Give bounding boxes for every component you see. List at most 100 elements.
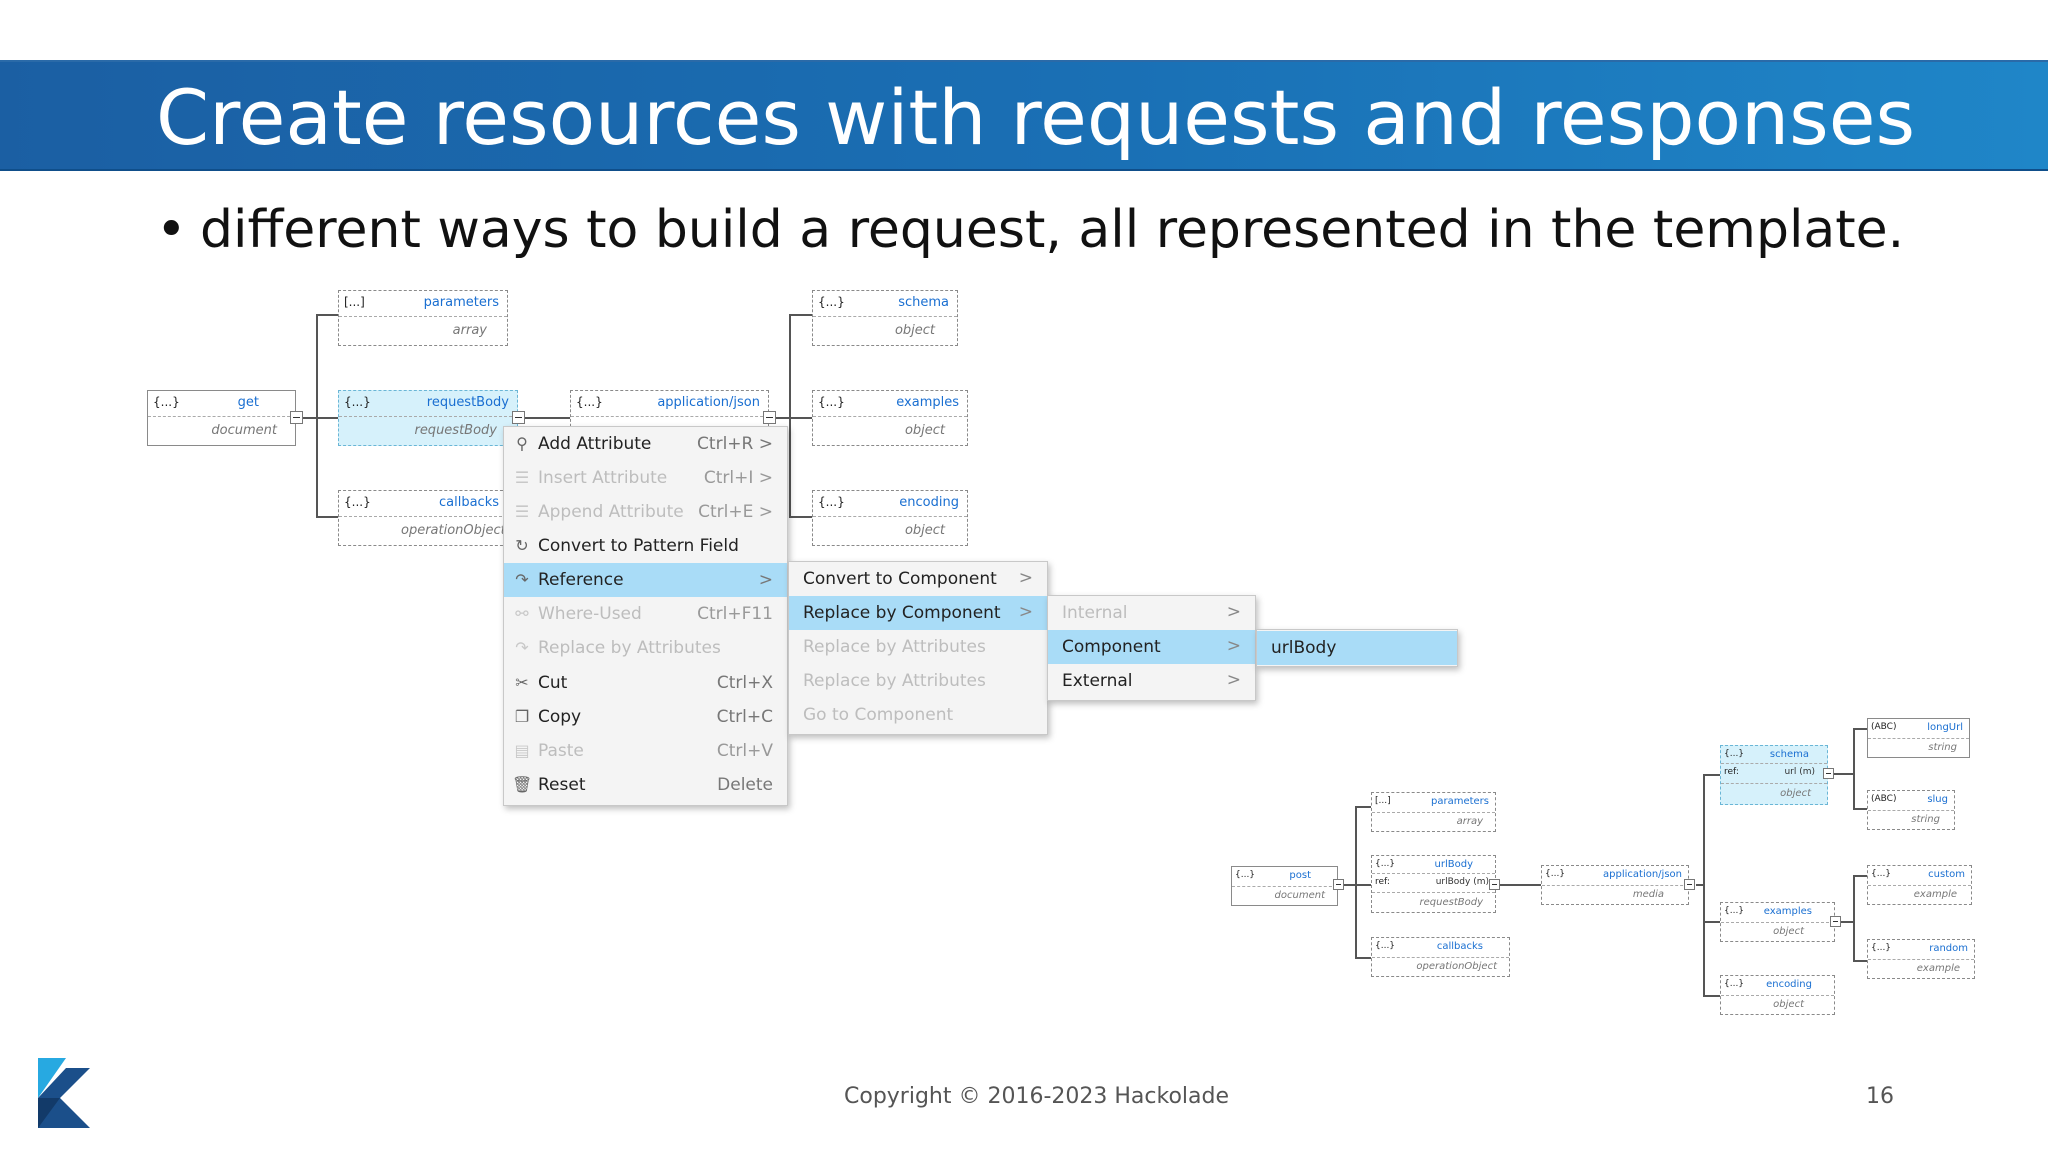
node-longUrl[interactable]: (ABC) longUrl string	[1867, 718, 1970, 758]
collapse-toggle[interactable]	[290, 411, 303, 424]
node-name: parameters	[423, 295, 499, 310]
node-bracket: {...}	[818, 395, 845, 409]
node-name: requestBody	[426, 395, 509, 410]
menu-item-replace-by-attributes-2[interactable]: Replace by Attributes	[803, 671, 986, 691]
connector	[1703, 921, 1720, 923]
collapse-toggle[interactable]	[1823, 768, 1834, 779]
node-name: callbacks	[438, 495, 499, 510]
node-get[interactable]: {...} get document	[147, 390, 296, 446]
node-post[interactable]: {...} post document	[1231, 866, 1338, 906]
node-examples[interactable]: {...} examples object	[812, 390, 968, 446]
component-list: urlBody	[1256, 629, 1458, 667]
where-used-icon: ⚯	[515, 604, 529, 623]
node-type: object	[904, 423, 945, 438]
menu-item-add-attribute[interactable]: ⚲ Add Attribute Ctrl+R >	[504, 427, 787, 461]
collapse-toggle[interactable]	[1333, 879, 1344, 890]
node-parameters-right[interactable]: [...] parameters array	[1371, 792, 1496, 832]
connector	[789, 314, 812, 316]
menu-item-convert-to-component[interactable]: Convert to Component >	[803, 568, 1033, 589]
copyright-text: Copyright © 2016-2023 Hackolade	[844, 1084, 1230, 1109]
node-bracket: {...}	[818, 495, 845, 509]
connector	[1853, 960, 1867, 962]
node-type: document	[211, 423, 277, 438]
menu-item-reset[interactable]: 🗑 Reset Delete	[512, 775, 773, 795]
menu-item-component[interactable]: Component >	[1048, 630, 1255, 664]
node-separator	[813, 516, 967, 517]
node-schema[interactable]: {...} schema object	[812, 290, 958, 346]
menu-item-replace-by-attributes[interactable]: Replace by Attributes	[803, 637, 986, 657]
collapse-toggle[interactable]	[512, 411, 525, 424]
node-name: examples	[896, 395, 959, 410]
node-encoding[interactable]: {...} encoding object	[812, 490, 968, 546]
node-separator	[571, 416, 768, 417]
node-callbacks-right[interactable]: {...} callbacks operationObject	[1371, 937, 1510, 977]
node-custom[interactable]: {...} custom example	[1867, 865, 1972, 905]
connector	[1853, 875, 1855, 962]
connector	[1853, 728, 1855, 810]
menu-item-urlBody[interactable]: urlBody	[1257, 631, 1457, 665]
menu-item-cut[interactable]: ✂ Cut Ctrl+X	[504, 666, 787, 700]
connector	[776, 417, 791, 419]
node-name: schema	[898, 295, 949, 310]
reference-submenu: Convert to Component > Replace by Compon…	[788, 561, 1048, 735]
node-type: requestBody	[414, 423, 497, 438]
menu-item-reference[interactable]: ↷ Reference >	[504, 563, 787, 597]
node-requestBody[interactable]: {...} requestBody requestBody	[338, 390, 518, 446]
bullet-dot: •	[156, 200, 187, 260]
connector	[1499, 884, 1541, 886]
node-bracket: {...}	[344, 495, 371, 509]
node-bracket: {...}	[344, 395, 371, 409]
connector	[1834, 773, 1854, 775]
collapse-toggle[interactable]	[1684, 879, 1695, 890]
node-parameters[interactable]: [...] parameters array	[338, 290, 508, 346]
bullet-point: •different ways to build a request, all …	[156, 200, 1904, 260]
menu-item-internal[interactable]: Internal >	[1062, 602, 1241, 623]
menu-item-where-used[interactable]: ⚯ Where-Used Ctrl+F11	[504, 597, 787, 631]
connector	[316, 417, 338, 419]
menu-item-copy[interactable]: ❐ Copy Ctrl+C	[504, 700, 787, 734]
append-attribute-icon: ☰	[514, 502, 530, 521]
menu-item-replace-by-component[interactable]: Replace by Component >	[789, 596, 1047, 630]
node-type: object	[904, 523, 945, 538]
menu-item-convert-to-pattern-field[interactable]: ↻ Convert to Pattern Field	[504, 529, 787, 563]
node-examples-right[interactable]: {...} examples object	[1720, 902, 1835, 942]
connector	[525, 417, 570, 419]
connector	[1703, 774, 1705, 996]
menu-item-go-to-component[interactable]: Go to Component	[803, 705, 954, 725]
connector	[1355, 884, 1371, 886]
node-bracket: {...}	[153, 395, 180, 409]
hackolade-logo-icon	[38, 1058, 90, 1128]
node-separator	[148, 416, 295, 417]
node-name: get	[237, 395, 259, 410]
reset-icon: 🗑	[512, 775, 533, 794]
node-separator	[813, 316, 957, 317]
connector	[789, 417, 812, 419]
page-number: 16	[1866, 1084, 1894, 1109]
node-schema-right[interactable]: {...} schema ref: url (m) object	[1720, 745, 1828, 805]
menu-item-replace-by-attributes[interactable]: ↷ Replace by Attributes	[504, 631, 787, 665]
menu-item-external[interactable]: External >	[1062, 670, 1241, 691]
node-bracket: {...}	[576, 395, 603, 409]
connector	[1355, 806, 1357, 958]
node-encoding-right[interactable]: {...} encoding object	[1720, 975, 1835, 1015]
node-urlBody[interactable]: {...} urlBody ref: urlBody (m) requestBo…	[1371, 855, 1496, 913]
node-slug[interactable]: (ABC) slug string	[1867, 790, 1955, 830]
collapse-toggle[interactable]	[763, 411, 776, 424]
connector	[1853, 728, 1867, 730]
connector	[316, 516, 338, 518]
connector	[789, 314, 791, 518]
component-submenu: Internal > Component > External >	[1047, 595, 1256, 701]
collapse-toggle[interactable]	[1830, 916, 1841, 927]
connector	[316, 314, 318, 518]
node-callbacks[interactable]: {...} callbacks operationObject	[338, 490, 508, 546]
node-random[interactable]: {...} random example	[1867, 939, 1975, 979]
node-application-json-right[interactable]: {...} application/json media	[1541, 865, 1689, 905]
node-name: encoding	[899, 495, 959, 510]
menu-item-paste[interactable]: ▤ Paste Ctrl+V	[504, 734, 787, 768]
node-separator	[339, 516, 507, 517]
connector	[1853, 875, 1867, 877]
menu-item-append-attribute[interactable]: ☰ Append Attribute Ctrl+E >	[504, 495, 787, 529]
connector	[1840, 921, 1854, 923]
menu-item-insert-attribute[interactable]: ☰ Insert Attribute Ctrl+I >	[504, 461, 787, 495]
collapse-toggle[interactable]	[1489, 879, 1500, 890]
